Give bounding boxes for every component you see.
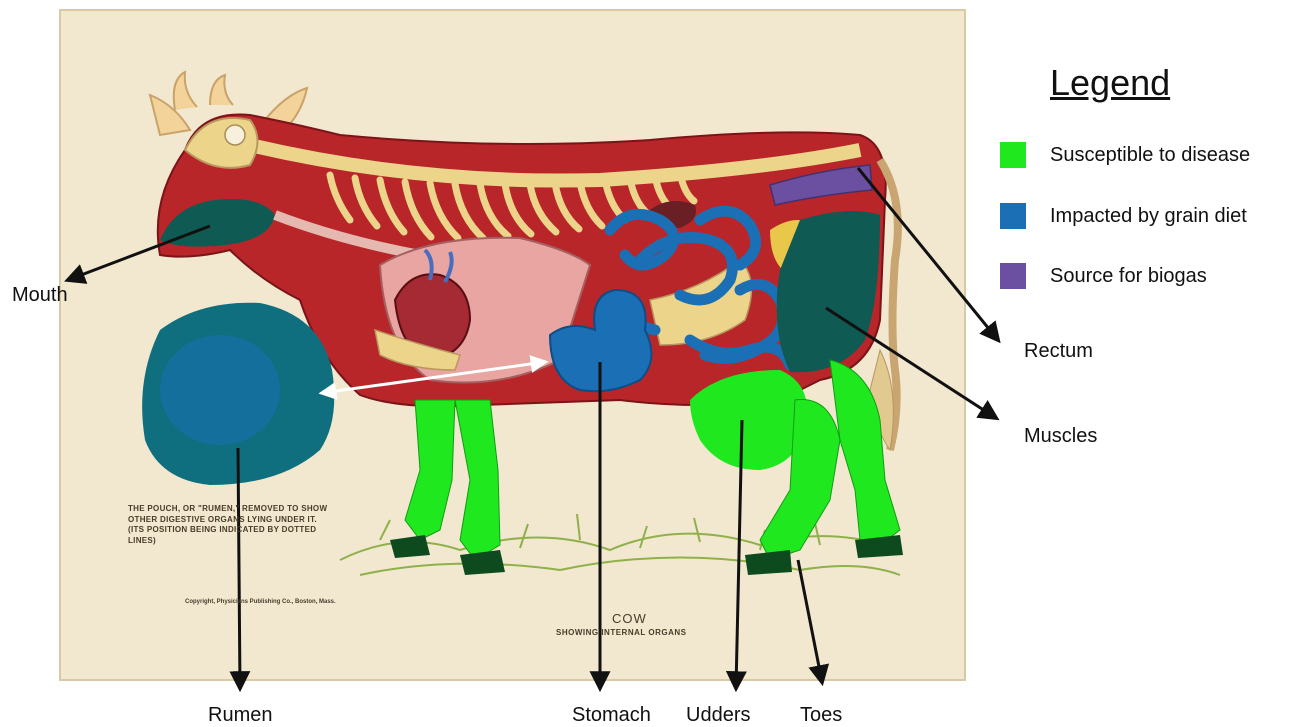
legend-label: Impacted by grain diet bbox=[1050, 205, 1247, 228]
legend-item-disease: Susceptible to disease bbox=[1000, 140, 1250, 170]
label-stomach: Stomach bbox=[572, 704, 651, 727]
legend-item-grain-diet: Impacted by grain diet bbox=[1000, 201, 1247, 231]
rumen-highlight bbox=[160, 335, 280, 445]
label-mouth: Mouth bbox=[12, 284, 68, 307]
label-toes: Toes bbox=[800, 704, 842, 727]
label-rectum: Rectum bbox=[1024, 340, 1093, 363]
legend-item-biogas: Source for biogas bbox=[1000, 261, 1207, 291]
label-muscles: Muscles bbox=[1024, 425, 1097, 448]
plate-note: THE POUCH, OR "RUMEN," REMOVED TO SHOW O… bbox=[128, 504, 328, 546]
plate-title: COW bbox=[612, 611, 647, 626]
legend-swatch-green bbox=[1000, 142, 1026, 168]
legend-title: Legend bbox=[1050, 62, 1170, 104]
plate-copyright: Copyright, Physicians Publishing Co., Bo… bbox=[185, 599, 336, 605]
eye-socket bbox=[225, 125, 245, 145]
legend-swatch-blue bbox=[1000, 203, 1026, 229]
plate-subtitle: SHOWING INTERNAL ORGANS bbox=[556, 628, 686, 637]
legend-swatch-purple bbox=[1000, 263, 1026, 289]
label-udders: Udders bbox=[686, 704, 750, 727]
label-rumen: Rumen bbox=[208, 704, 272, 727]
legend-label: Susceptible to disease bbox=[1050, 144, 1250, 167]
legend-label: Source for biogas bbox=[1050, 265, 1207, 288]
rumen-arrow bbox=[238, 448, 240, 688]
